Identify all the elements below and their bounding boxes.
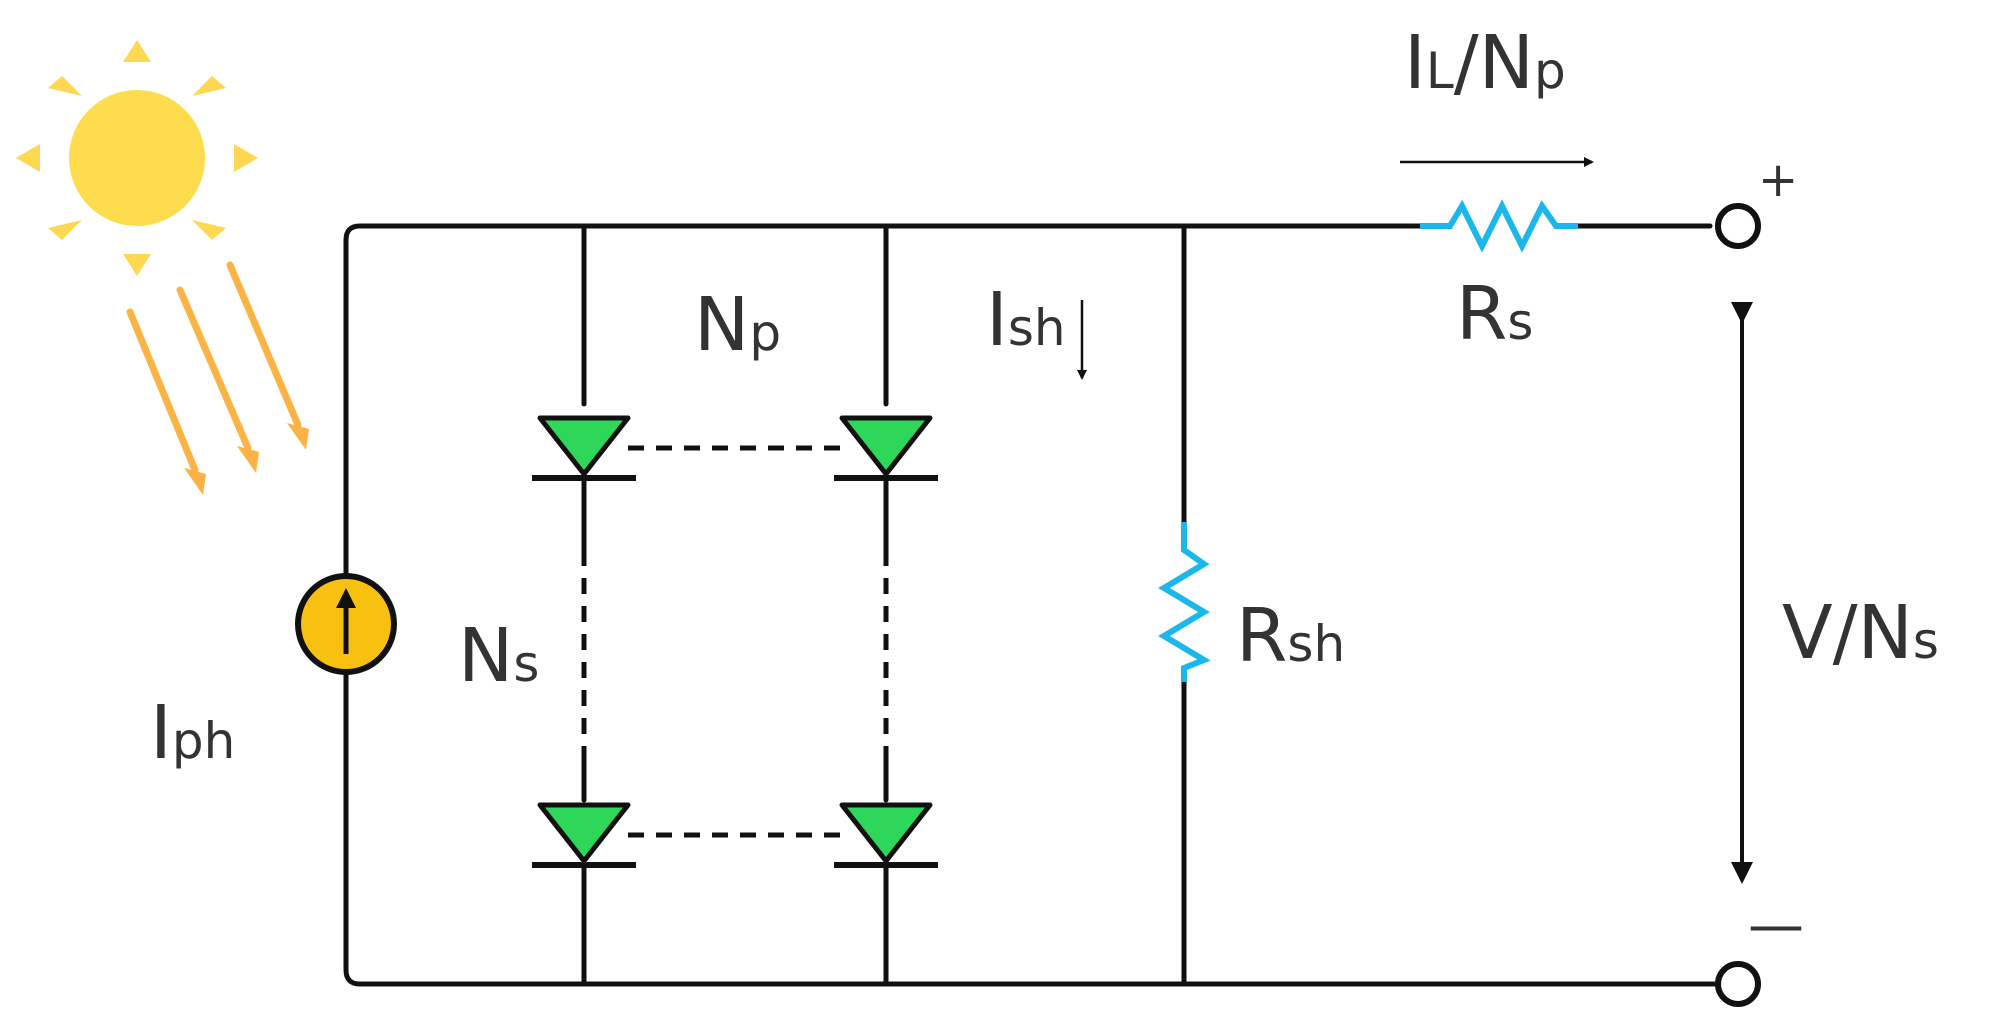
label-n-p: Np — [694, 282, 781, 368]
label-i-l-n-p: IL/Np — [1404, 20, 1566, 106]
terminal-icon — [1715, 961, 1761, 1007]
resistor-icon — [1420, 199, 1578, 253]
light-rays-icon — [126, 261, 309, 495]
label-r-sh: Rsh — [1236, 593, 1345, 679]
terminal-icon — [1715, 203, 1761, 249]
diode-icon — [532, 802, 636, 868]
label-i-ph: Iph — [150, 690, 235, 776]
diode-icon — [834, 802, 938, 868]
diode-icon — [532, 415, 636, 481]
diode-icon — [834, 415, 938, 481]
label-r-s: Rs — [1456, 271, 1533, 357]
resistor-icon — [1158, 522, 1211, 682]
label-i-sh: Ish — [986, 277, 1066, 363]
label-minus: — — [1748, 893, 1804, 958]
label-v-n-s: V/Ns — [1782, 590, 1939, 676]
sun-icon — [16, 40, 258, 276]
label-plus: + — [1758, 152, 1798, 208]
label-n-s: Ns — [458, 613, 539, 699]
dashed-connections — [581, 445, 889, 838]
current-source-icon — [295, 573, 397, 675]
